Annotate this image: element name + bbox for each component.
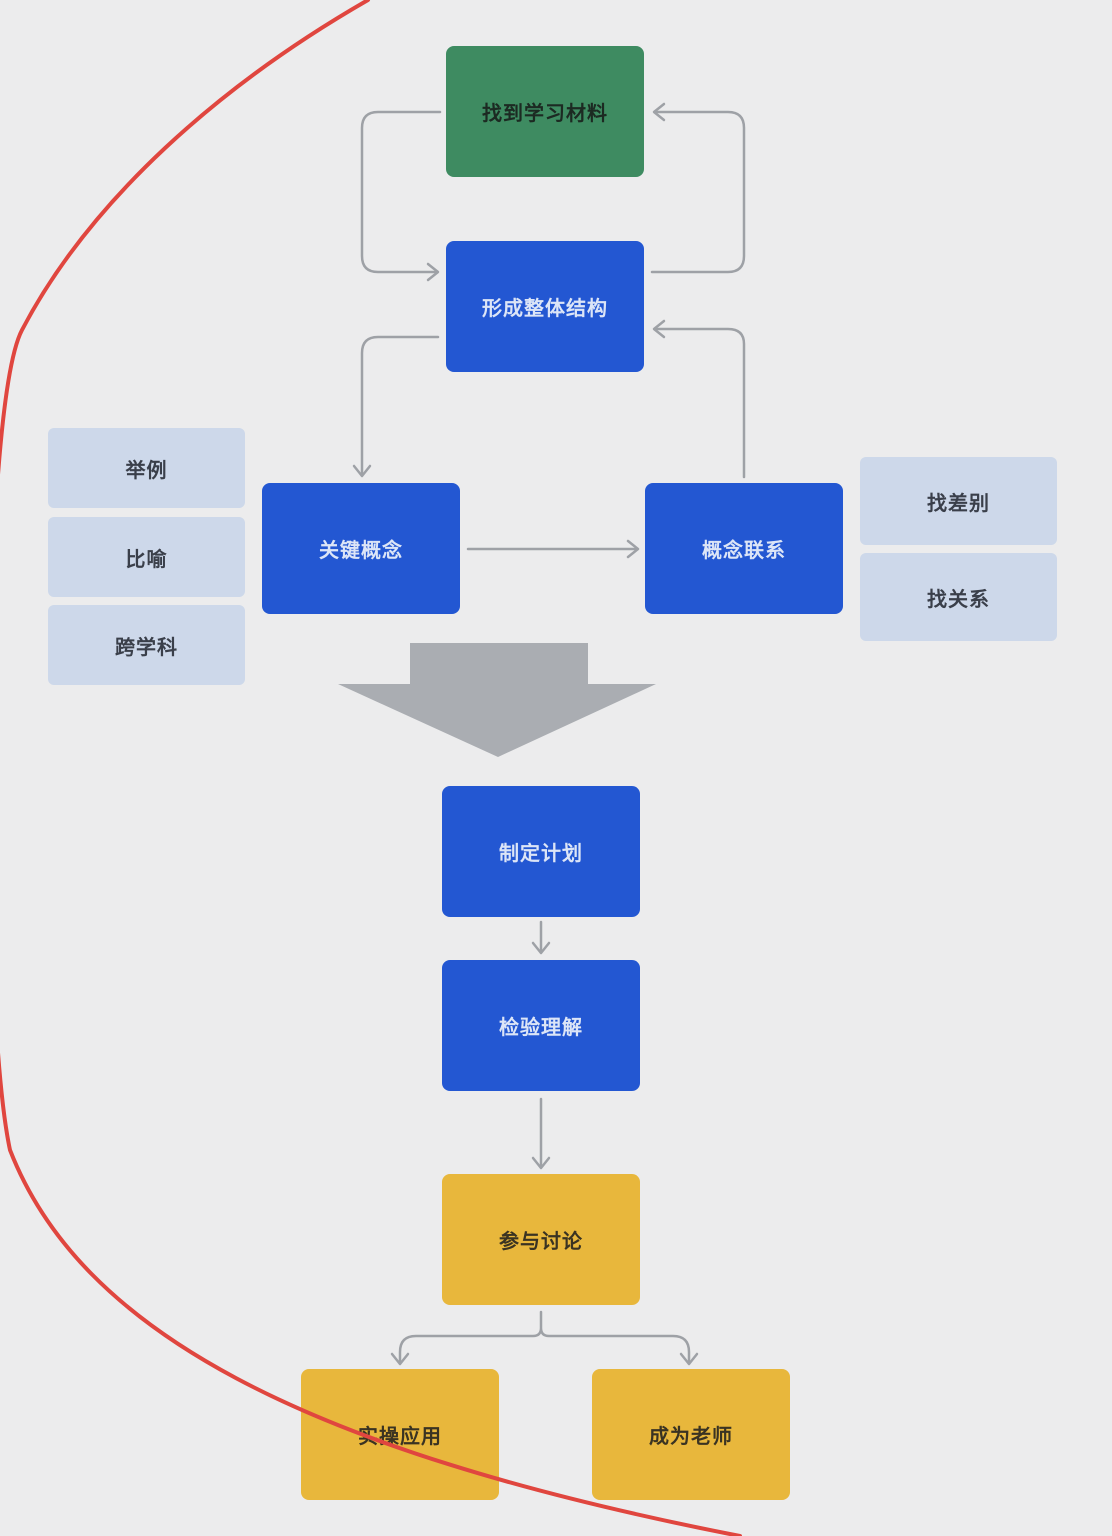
node-verify-understanding: 检验理解	[442, 960, 640, 1091]
tag-example: 举例	[48, 428, 245, 508]
loop-right-edge	[650, 110, 746, 274]
tag-interdisciplinary: 跨学科	[48, 605, 245, 685]
node-find-material: 找到学习材料	[446, 46, 644, 177]
tag-find-relations: 找关系	[860, 553, 1057, 641]
links-to-structure-edge	[654, 327, 746, 479]
node-join-discussion: 参与讨论	[442, 1174, 640, 1305]
node-concept-links: 概念联系	[645, 483, 843, 614]
tag-find-differences: 找差别	[860, 457, 1057, 545]
tag-metaphor: 比喻	[48, 517, 245, 597]
node-make-plan: 制定计划	[442, 786, 640, 917]
big-down-arrow	[338, 643, 656, 757]
node-practical-application: 实操应用	[301, 1369, 499, 1500]
node-become-teacher: 成为老师	[592, 1369, 790, 1500]
loop-left-edge	[360, 110, 442, 274]
discussion-split-edge	[398, 1310, 691, 1364]
node-key-concepts: 关键概念	[262, 483, 460, 614]
structure-to-key-edge	[360, 335, 440, 476]
node-form-structure: 形成整体结构	[446, 241, 644, 372]
